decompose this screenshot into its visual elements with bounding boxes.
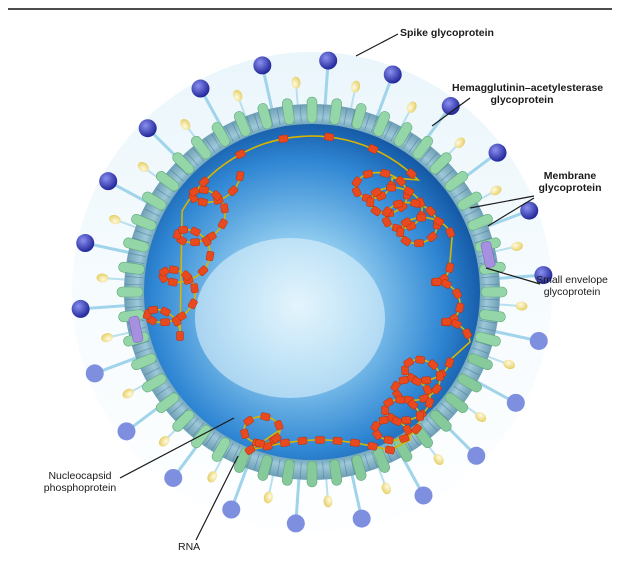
- nucleocapsid-bead: [236, 171, 244, 181]
- nucleocapsid-bead: [198, 198, 208, 207]
- nucleocapsid-bead: [367, 442, 377, 451]
- nucleocapsid-bead: [366, 197, 374, 207]
- nucleocapsid-bead: [417, 214, 426, 221]
- membrane-glycoprotein: [117, 287, 143, 297]
- nucleocapsid-bead: [190, 238, 199, 246]
- label-he-line1: Hemagglutinin–acetylesterase: [452, 82, 592, 94]
- nucleocapsid-bead: [324, 133, 334, 141]
- nucleocapsid-bead: [178, 226, 188, 234]
- spike-head: [117, 422, 135, 440]
- nucleocapsid-bead: [298, 437, 308, 445]
- nucleocapsid-bead: [206, 251, 214, 261]
- spike-head: [253, 56, 271, 74]
- membrane-glycoprotein: [481, 287, 507, 297]
- spike-head: [489, 144, 507, 162]
- nucleocapsid-bead: [422, 376, 431, 384]
- nucleocapsid-bead: [255, 439, 265, 447]
- nucleocapsid-bead: [315, 436, 324, 443]
- label-spike-glycoprotein: Spike glycoprotein: [400, 27, 494, 39]
- nucleocapsid-bead: [350, 439, 360, 447]
- label-small-line1: Small envelope: [532, 274, 612, 286]
- label-small-envelope-glycoprotein: Small envelope glycoprotein: [532, 274, 612, 298]
- nucleocapsid-bead: [220, 203, 228, 213]
- nucleocapsid-bead: [160, 318, 169, 326]
- nucleocapsid-bead: [414, 239, 423, 247]
- membrane-glycoprotein: [307, 97, 317, 123]
- spike-head: [507, 394, 525, 412]
- label-he-line2: glycoprotein: [452, 94, 592, 106]
- spike-head: [384, 65, 402, 83]
- label-nucleo-line1: Nucleocapsid: [34, 470, 126, 482]
- nucleocapsid-bead: [379, 416, 389, 424]
- nucleocapsid-bead: [278, 135, 288, 143]
- spike-head: [164, 469, 182, 487]
- membrane-glycoprotein: [307, 461, 317, 487]
- nucleocapsid-bead: [442, 318, 451, 325]
- spike-head: [139, 119, 157, 137]
- nucleocapsid-bead: [387, 184, 396, 191]
- nucleocapsid-bead: [176, 331, 183, 340]
- spike-head: [222, 501, 240, 519]
- nucleocapsid-bead: [432, 278, 441, 285]
- nucleocapsid-bead: [416, 411, 424, 420]
- spike-head: [467, 447, 485, 465]
- nucleocapsid-bead: [280, 439, 290, 447]
- nucleocapsid-bead: [168, 278, 178, 287]
- nucleocapsid-bead: [190, 283, 198, 293]
- nucleocapsid-bead: [396, 227, 404, 237]
- core-highlight: [195, 238, 385, 398]
- label-small-line2: glycoprotein: [532, 286, 612, 298]
- nucleocapsid-bead: [395, 396, 405, 404]
- nucleocapsid-bead: [402, 416, 411, 424]
- spike-head: [319, 52, 337, 70]
- spike-head: [353, 510, 371, 528]
- spike-head: [72, 300, 90, 318]
- label-rna: RNA: [178, 541, 200, 553]
- nucleocapsid-bead: [333, 437, 343, 445]
- spike-head: [86, 364, 104, 382]
- label-nucleocapsid-phosphoprotein: Nucleocapsid phosphoprotein: [34, 470, 126, 494]
- nucleocapsid-bead: [148, 306, 158, 314]
- label-membrane-glycoprotein: Membrane glycoprotein: [532, 170, 608, 194]
- spike-head: [530, 332, 548, 350]
- spike-head: [191, 80, 209, 98]
- label-hemagglutinin-acetylesterase: Hemagglutinin–acetylesterase glycoprotei…: [452, 82, 592, 106]
- spike-head: [287, 514, 305, 532]
- nucleocapsid-bead: [169, 266, 179, 275]
- label-membrane-line2: glycoprotein: [532, 182, 608, 194]
- spike-head: [99, 172, 117, 190]
- spike-head: [76, 234, 94, 252]
- label-membrane-line1: Membrane: [532, 170, 608, 182]
- nucleocapsid-bead: [415, 356, 425, 364]
- nucleocapsid-bead: [399, 376, 409, 384]
- nucleocapsid-bead: [436, 371, 444, 380]
- label-nucleo-line2: phosphoprotein: [34, 482, 126, 494]
- nucleocapsid-bead: [384, 436, 394, 445]
- spike-head: [415, 486, 433, 504]
